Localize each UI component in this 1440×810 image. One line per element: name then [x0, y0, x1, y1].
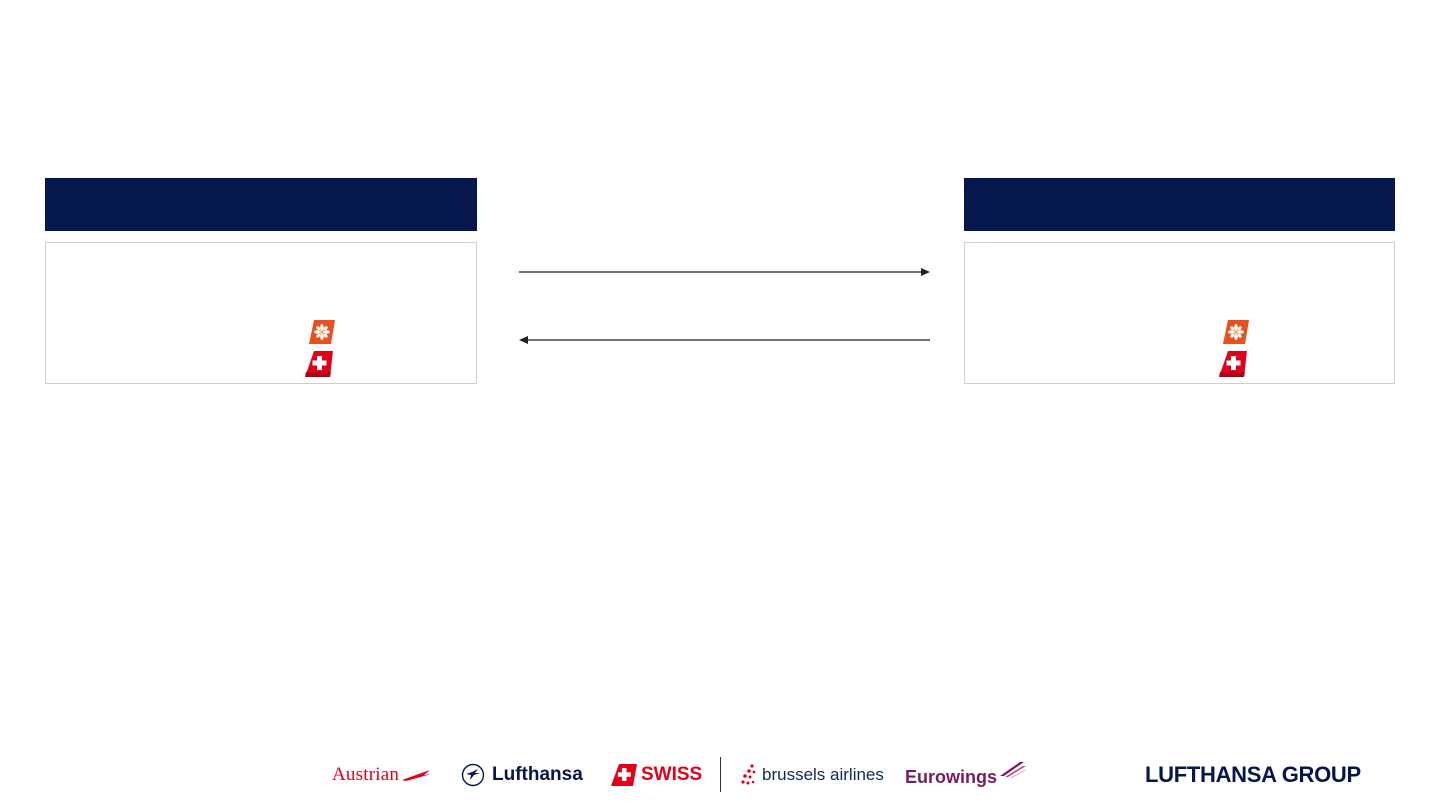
austrian-logo: Austrian: [332, 762, 432, 788]
swiss-tail-icon: [305, 351, 333, 377]
lufthansa-wordmark: Lufthansa: [492, 764, 583, 785]
left-panel: [45, 242, 477, 384]
brussels-airlines-logo: brussels airlines: [740, 762, 884, 788]
brand-divider: [720, 757, 721, 792]
swiss-wordmark: SWISS: [641, 764, 703, 785]
lufthansa-logo: Lufthansa: [461, 762, 583, 788]
eurowings-wing-icon: [1000, 762, 1027, 778]
right-panel: [964, 242, 1395, 384]
austrian-wordmark: Austrian: [332, 764, 400, 785]
swiss-flag-tail-icon: [611, 764, 637, 786]
eurowings-logo: Eurowings: [905, 758, 1027, 788]
arrow-left-icon: [519, 336, 930, 344]
arrow-right-icon: [519, 268, 930, 276]
right-header-bar: [964, 178, 1395, 231]
swiss-logo: SWISS: [611, 762, 702, 788]
crane-icon: [461, 763, 485, 787]
brussels-wordmark: brussels airlines: [762, 765, 884, 784]
lufthansa-group-logo: LUFTHANSA GROUP: [1145, 762, 1361, 787]
left-header-bar: [45, 178, 477, 231]
swiss-tail-icon: [1219, 351, 1247, 377]
austrian-arrow-icon: [402, 770, 432, 781]
edelweiss-tail-icon: [309, 320, 335, 344]
edelweiss-tail-icon: [1223, 320, 1249, 344]
eurowings-wordmark: Eurowings: [905, 766, 998, 787]
brussels-dots-icon: [741, 764, 756, 785]
